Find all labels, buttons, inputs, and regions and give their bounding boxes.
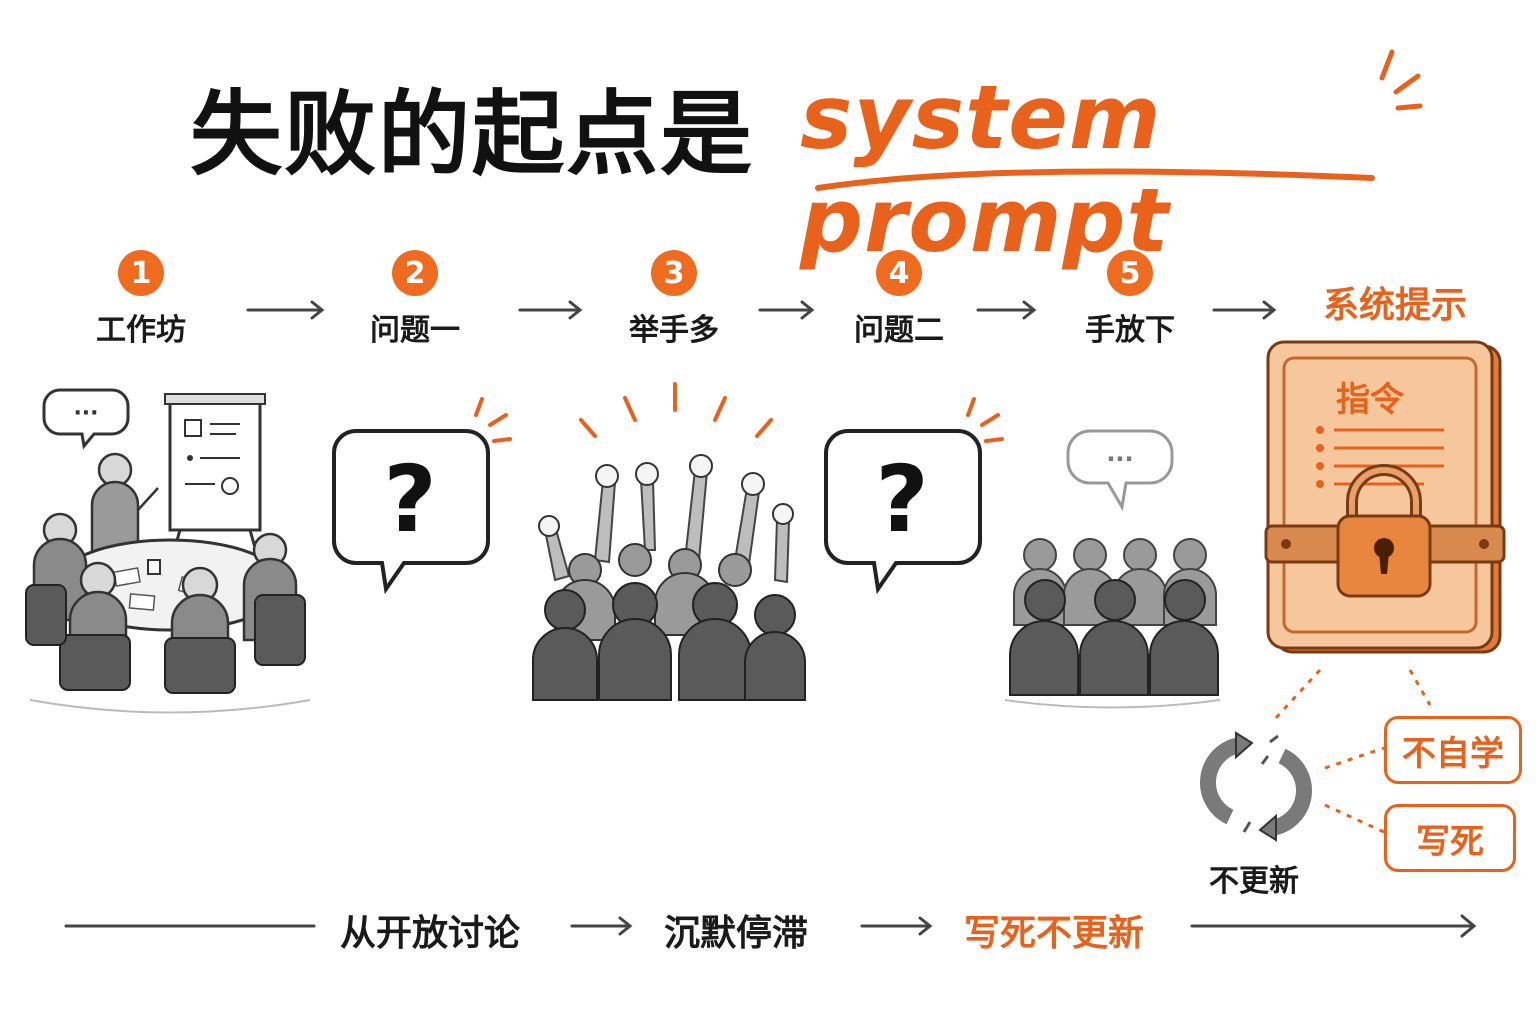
step-2-label: 问题一 (370, 313, 460, 348)
question-mark-2: ? (875, 446, 928, 553)
step-1-label: 工作坊 (96, 313, 186, 348)
bottom-flow-stage-3: 写死不更新 (964, 913, 1145, 954)
locked-board-illustration (1264, 340, 1506, 654)
step-3-label: 举手多 (629, 313, 719, 348)
step-5-badge: 5 (1107, 250, 1153, 296)
refresh-icon (1200, 731, 1312, 842)
system-prompt-label: 系统提示 (1322, 285, 1468, 326)
spark-lines (966, 397, 1004, 443)
page-title-highlight: system prompt (800, 66, 1170, 272)
flipchart (164, 393, 266, 566)
silent-front-row (1009, 579, 1219, 696)
tag-hardcoded: 写死 (1384, 804, 1516, 872)
question-bubble-1: ? (332, 397, 512, 595)
silent-bubble-dots: ··· (1106, 445, 1133, 473)
board-bullets (1316, 426, 1324, 488)
arrow-4-5 (976, 300, 1037, 320)
workshop-bubble-dots: ··· (73, 401, 98, 426)
no-update-label: 不更新 (1209, 864, 1299, 899)
step-3-badge: 3 (651, 250, 697, 296)
hands (538, 454, 794, 537)
silent-speech-bubble: ··· (1066, 429, 1174, 512)
bottom-flow-stage-1: 从开放讨论 (340, 913, 521, 954)
question-mark-1: ? (383, 446, 436, 553)
step-1-badge: 1 (118, 250, 164, 296)
crowd-front-row (532, 582, 806, 701)
tag-no-self-learning: 不自学 (1384, 716, 1522, 784)
presenter-figure (90, 452, 159, 562)
arrow-1-2 (246, 300, 325, 320)
arrow-3-4 (758, 300, 815, 320)
arrow-5-sys (1212, 300, 1277, 320)
step-4-badge: 4 (876, 250, 922, 296)
board-title: 指令 (1336, 380, 1404, 420)
workshop-illustration: ··· (25, 388, 311, 714)
excitement-sparks (579, 382, 773, 438)
board (1266, 340, 1494, 650)
workshop-speech-bubble: ··· (42, 388, 130, 450)
step-5-label: 手放下 (1085, 313, 1175, 348)
question-bubble-2: ? (824, 397, 1004, 595)
bottom-flow-stage-2: 沉默停滞 (664, 913, 809, 954)
arrow-2-3 (518, 300, 583, 320)
raised-hands-illustration (532, 382, 806, 701)
chairs (25, 584, 306, 694)
step-4-label: 问题二 (854, 313, 944, 348)
silent-crowd-illustration: ··· (1004, 429, 1221, 709)
page-title: 失败的起点是 (190, 81, 755, 188)
spark-lines (474, 397, 512, 443)
step-2-badge: 2 (392, 250, 438, 296)
